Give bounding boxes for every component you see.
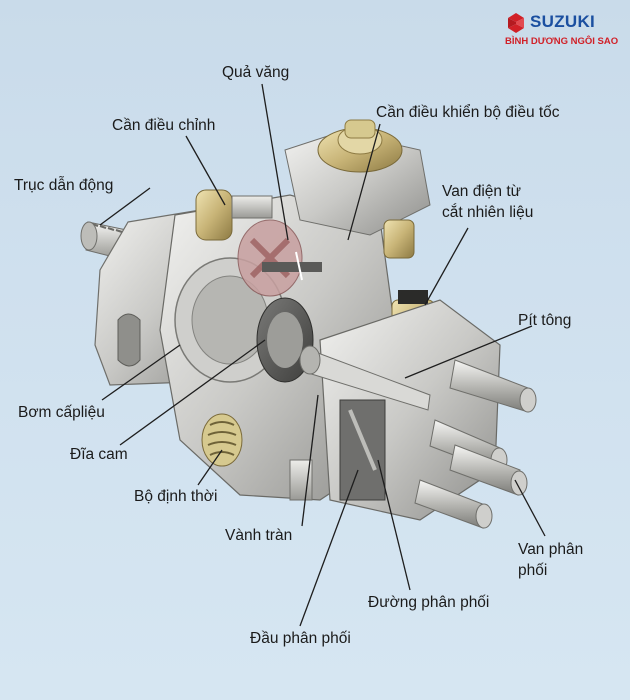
suzuki-s-icon (508, 13, 524, 33)
leader-lines (99, 83, 546, 627)
label-plunger: Pít tông (518, 312, 572, 329)
label-delivery-valve-line1: Van phân (518, 541, 584, 558)
suzuki-logo[interactable]: SUZUKI BÌNH DƯƠNG NGÔI SAO (505, 10, 620, 50)
plunger (299, 345, 431, 411)
label-governor-lever: Cần điều khiển bộ điều tốc (376, 104, 560, 121)
label-drive-shaft: Trục dẫn động (14, 177, 114, 194)
delivery-valves (414, 359, 537, 529)
label-cam-disc: Đĩa cam (70, 446, 128, 463)
timer (201, 413, 243, 467)
highlight (295, 251, 303, 281)
pump-illustration (80, 119, 537, 529)
label-timer: Bộ định thời (134, 488, 218, 505)
logo-subtitle: BÌNH DƯƠNG NGÔI SAO (505, 36, 619, 47)
governor-housing (284, 119, 431, 236)
label-solenoid-line2: cắt nhiên liệu (442, 204, 534, 221)
logo-brand: SUZUKI (530, 12, 596, 31)
label-solenoid-line1: Van điện từ (442, 183, 522, 200)
label-adjusting-lever: Cần điều chỉnh (112, 117, 216, 134)
governor-flyweights (237, 219, 322, 297)
label-flyweight: Quả văng (222, 64, 290, 81)
label-distribution-passage: Đường phân phối (368, 594, 490, 611)
label-delivery-valve-line2: phối (518, 562, 548, 579)
label-feed-pump: Bơm cấpliệu (18, 404, 105, 421)
label-spill-ring: Vành tràn (225, 527, 293, 544)
label-distributor-head: Đầu phân phối (250, 630, 351, 647)
